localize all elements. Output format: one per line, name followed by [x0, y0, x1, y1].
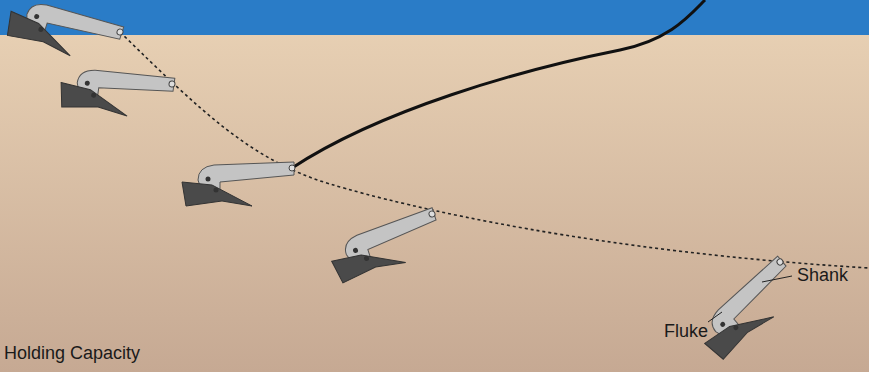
anchor-3: [182, 162, 295, 206]
anchor-2: [58, 63, 176, 122]
anchor-1: [4, 0, 125, 69]
part-label: Shank: [797, 266, 848, 284]
anchor-5: [692, 255, 807, 361]
part-label: Fluke: [664, 322, 708, 340]
drag-path: [120, 32, 869, 268]
anchor-4: [326, 207, 447, 284]
sea: [0, 0, 869, 35]
leader-line: [762, 276, 792, 282]
leader-line: [708, 312, 722, 322]
caption-label: Holding Capacity: [4, 344, 140, 362]
anchor-line: [292, 0, 705, 168]
